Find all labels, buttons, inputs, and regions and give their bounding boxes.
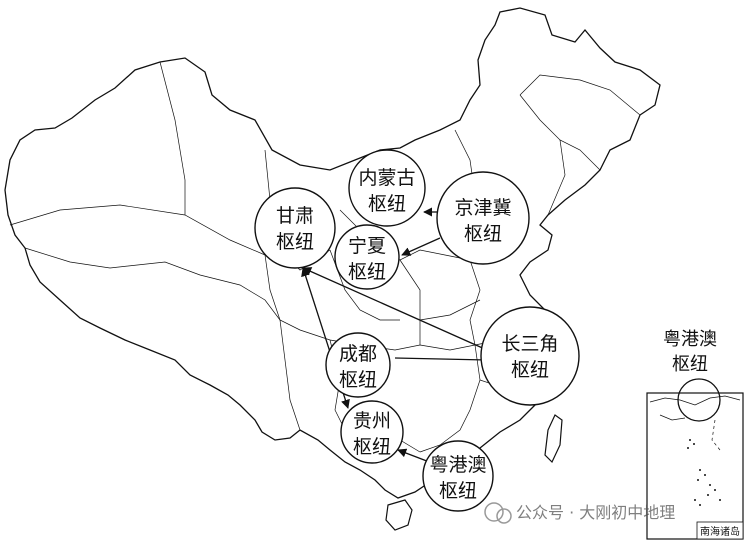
- taiwan-island: [544, 414, 563, 464]
- hub-neimenggu: 内蒙古 枢纽: [348, 149, 426, 227]
- arrow-changsanjiao-to-gansu: [302, 267, 488, 351]
- hub-ningxia-line1: 宁夏: [348, 235, 386, 257]
- hub-yuegangao-line1: 粤港澳: [429, 454, 486, 476]
- china-outline: [4, 7, 661, 499]
- hub-gansu: 甘肃 枢纽: [254, 187, 336, 269]
- hub-changsanjiao-line1: 长三角: [501, 333, 558, 355]
- hainan-island: [385, 499, 413, 531]
- hub-guizhou: 贵州 枢纽: [340, 400, 404, 464]
- inset-hub-label-line1: 粤港澳: [663, 329, 717, 350]
- hub-jingjinji-line2: 枢纽: [464, 223, 502, 245]
- hub-chengdu-line1: 成都: [339, 343, 377, 365]
- inset-yuegangao-circle: [677, 378, 721, 422]
- watermark: 公众号 · 大刚初中地理: [484, 502, 675, 524]
- arrow-jingjinji-to-ningxia: [401, 237, 441, 256]
- line-changsanjiao-to-chengdu: [394, 357, 488, 361]
- inset-caption: 南海诸岛: [700, 525, 740, 538]
- hub-yuegangao-line2: 枢纽: [439, 480, 477, 502]
- hub-guizhou-line1: 贵州: [353, 410, 391, 432]
- south-china-sea-inset: 南海诸岛: [646, 392, 744, 540]
- hub-gansu-line1: 甘肃: [276, 205, 314, 227]
- hub-neimenggu-line2: 枢纽: [368, 193, 406, 215]
- hub-yuegangao: 粤港澳 枢纽: [422, 440, 494, 512]
- inset-hub-label-line2: 枢纽: [672, 354, 708, 375]
- hub-ningxia-line2: 枢纽: [348, 261, 386, 283]
- hub-chengdu-line2: 枢纽: [339, 369, 377, 391]
- hub-guizhou-line2: 枢纽: [353, 436, 391, 458]
- hub-jingjinji: 京津冀 枢纽: [436, 171, 530, 265]
- hub-jingjinji-line1: 京津冀: [454, 197, 511, 219]
- hub-ningxia: 宁夏 枢纽: [334, 224, 400, 290]
- hub-neimenggu-line1: 内蒙古: [358, 167, 415, 189]
- hub-changsanjiao-line2: 枢纽: [511, 359, 549, 381]
- hub-changsanjiao: 长三角 枢纽: [480, 306, 580, 406]
- hub-gansu-line2: 枢纽: [276, 231, 314, 253]
- hub-chengdu: 成都 枢纽: [325, 332, 391, 398]
- watermark-text: 公众号 · 大刚初中地理: [516, 503, 675, 522]
- wechat-icon: [484, 502, 504, 522]
